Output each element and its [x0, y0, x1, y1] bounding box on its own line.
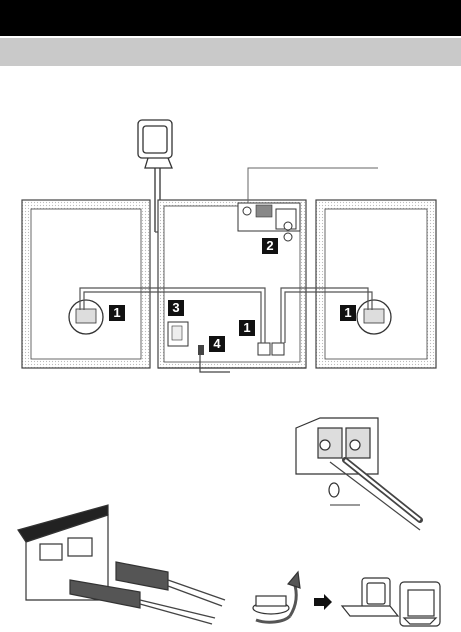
main-unit-rear [158, 200, 306, 372]
rotate-arrow-icon [253, 572, 300, 622]
callout-3: 3 [168, 300, 184, 316]
callout-4: 4 [209, 336, 225, 352]
am-loop-antenna-stand-icon [342, 578, 440, 626]
left-speaker [22, 200, 150, 368]
speaker-plug-icon [18, 505, 225, 624]
callout-1-left-speaker: 1 [109, 305, 125, 321]
callout-1-unit-terminal: 1 [239, 320, 255, 336]
right-arrow-icon [314, 594, 332, 610]
callout-1-right-speaker: 1 [340, 305, 356, 321]
callout-2: 2 [262, 238, 278, 254]
speaker-terminal-icon [296, 418, 420, 530]
right-speaker [316, 200, 436, 368]
